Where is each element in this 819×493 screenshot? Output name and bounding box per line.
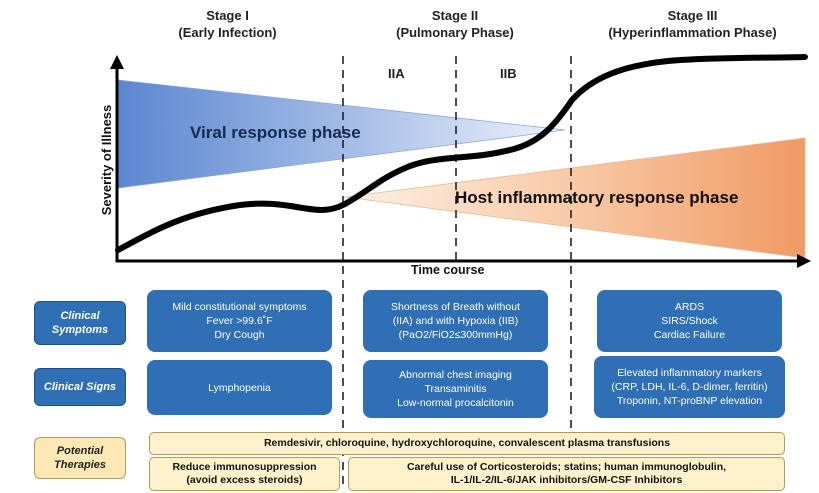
sign-text: Transaminitis: [424, 383, 487, 395]
stage-1-heading: Stage I (Early Infection): [150, 7, 305, 41]
therapy-early-box: Reduce immunosuppression (avoid excess s…: [149, 457, 340, 491]
row-label-clinical-signs-text: Clinical Signs: [43, 381, 117, 393]
severity-curve: [115, 54, 808, 253]
viral-phase-label: Viral response phase: [190, 123, 361, 142]
signs-stage-3-box: Elevated inflammatory markers (CRP, LDH,…: [594, 356, 785, 418]
row-label-potential-therapies-line-2: Therapies: [54, 459, 106, 471]
symptom-text: (PaO2/FiO2≤300mmHg): [398, 329, 513, 341]
row-label-potential-therapies: Potential Therapies: [34, 437, 126, 479]
therapy-late-box: Careful use of Corticosteroids; statins;…: [348, 457, 785, 491]
x-axis-arrow: [797, 254, 811, 268]
row-label-potential-therapies-line-1: Potential: [56, 445, 104, 457]
x-axis-label: Time course: [411, 263, 485, 277]
row-label-clinical-signs: Clinical Signs: [34, 368, 126, 406]
symptoms-stage-2-box: Shortness of Breath without (IIA) and wi…: [363, 290, 548, 352]
therapy-text: (avoid excess steroids): [186, 474, 303, 486]
signs-stage-1-box: Lymphopenia: [147, 360, 332, 415]
symptom-text: Dry Cough: [214, 329, 265, 341]
therapy-text: Reduce immunosuppression: [172, 461, 317, 473]
sign-text: Abnormal chest imaging: [399, 369, 512, 381]
stage-2-name: Stage II: [431, 8, 479, 23]
sign-text: Elevated inflammatory markers: [617, 367, 762, 379]
stage-3-subtitle: (Hyperinflammation Phase): [608, 25, 777, 40]
symptom-text: Fever >99.6˚F: [206, 315, 273, 327]
symptoms-stage-3-box: ARDS SIRS/Shock Cardiac Failure: [597, 290, 782, 352]
y-axis-label: Severity of Illness: [99, 104, 114, 216]
host-phase-label: Host inflammatory response phase: [455, 188, 739, 207]
symptom-text: (IIA) and with Hypoxia (IIB): [392, 315, 519, 327]
symptoms-stage-1-box: Mild constitutional symptoms Fever >99.6…: [147, 290, 332, 352]
symptom-text: ARDS: [674, 301, 705, 313]
therapy-text: Careful use of Corticosteroids; statins;…: [406, 461, 727, 473]
sign-text: Low-normal procalcitonin: [397, 397, 514, 409]
stage-3-heading: Stage III (Hyperinflammation Phase): [585, 7, 800, 41]
y-axis-arrow: [110, 55, 124, 69]
therapy-text: IL-1/IL-2/IL-6/JAK inhibitors/GM-CSF Inh…: [450, 474, 683, 486]
host-response-wedge: [344, 137, 806, 259]
symptom-text: Cardiac Failure: [653, 329, 726, 341]
symptom-text: SIRS/Shock: [661, 315, 718, 327]
row-label-clinical-symptoms-line-2: Symptoms: [51, 324, 109, 336]
stage-1-subtitle: (Early Infection): [178, 25, 277, 40]
substage-iib-label: IIB: [500, 66, 517, 81]
sign-text: Lymphopenia: [208, 381, 271, 394]
sign-text: (CRP, LDH, IL-6, D-dimer, ferritin): [611, 381, 768, 393]
row-label-clinical-symptoms: Clinical Symptoms: [34, 301, 126, 345]
signs-stage-2-box: Abnormal chest imaging Transaminitis Low…: [363, 360, 548, 418]
stage-2-subtitle: (Pulmonary Phase): [396, 25, 514, 40]
row-label-clinical-symptoms-line-1: Clinical: [60, 310, 100, 322]
sign-text: Troponin, NT-proBNP elevation: [616, 395, 763, 407]
substage-iia-label: IIA: [388, 66, 405, 81]
stage-2-heading: Stage II (Pulmonary Phase): [375, 7, 535, 41]
symptom-text: Shortness of Breath without: [391, 301, 520, 313]
therapy-text: Remdesivir, chloroquine, hydroxychloroqu…: [263, 437, 671, 449]
therapy-all-stages-box: Remdesivir, chloroquine, hydroxychloroqu…: [149, 432, 785, 455]
stage-1-name: Stage I: [206, 8, 249, 23]
symptom-text: Mild constitutional symptoms: [172, 301, 307, 313]
stage-3-name: Stage III: [667, 8, 718, 23]
